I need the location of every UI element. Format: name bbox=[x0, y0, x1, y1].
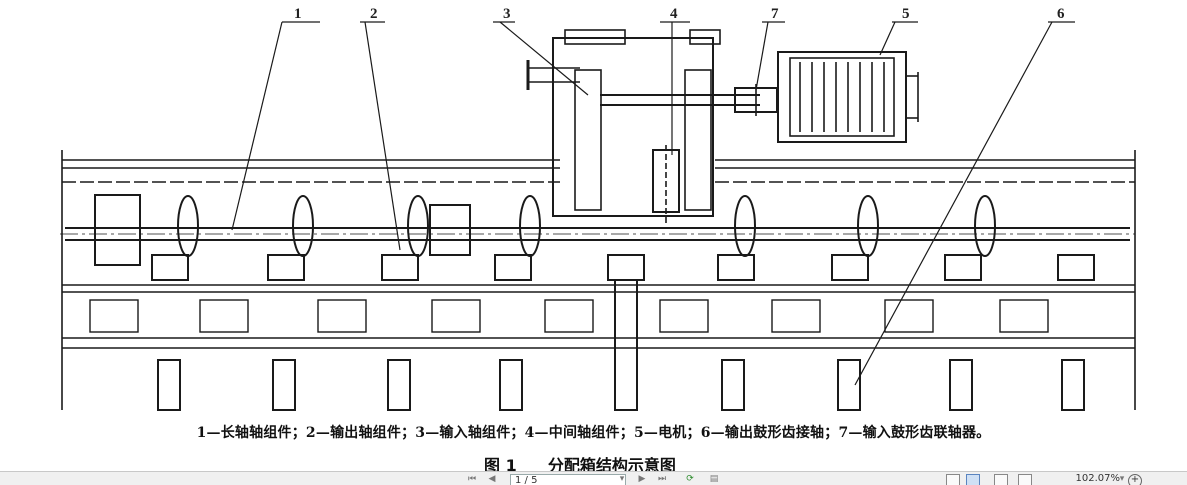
zoom-in-icon[interactable]: + bbox=[1128, 474, 1142, 485]
caption-number: 图 1 bbox=[484, 456, 517, 475]
next-page-icon[interactable]: ▶ bbox=[638, 474, 646, 484]
callout-1: 1 bbox=[294, 6, 302, 22]
zoom-dropdown-icon[interactable]: ▾ bbox=[1119, 474, 1125, 484]
two-page-continuous-icon[interactable] bbox=[1018, 474, 1032, 485]
first-page-icon[interactable]: ⏮ bbox=[467, 474, 477, 484]
viewer-toolbar: ⏮ ◀ 1 / 5 ▾ ▶ ⏭ ⟳ ▤ 102.07% ▾ + bbox=[0, 471, 1187, 485]
callout-6: 6 bbox=[1057, 6, 1065, 22]
callout-2: 2 bbox=[370, 6, 378, 22]
mechanical-drawing: 1 2 3 4 7 5 6 bbox=[60, 6, 1136, 411]
two-page-icon[interactable] bbox=[994, 474, 1008, 485]
single-page-icon[interactable] bbox=[946, 474, 960, 485]
prev-page-icon[interactable]: ◀ bbox=[488, 474, 496, 484]
callout-5: 5 bbox=[902, 6, 910, 22]
continuous-icon[interactable] bbox=[966, 474, 980, 485]
zoom-level[interactable]: 102.07% bbox=[1075, 473, 1121, 484]
copy-icon[interactable]: ▤ bbox=[709, 474, 719, 484]
last-page-icon[interactable]: ⏭ bbox=[657, 474, 667, 484]
figure-legend: 1—长轴轴组件；2—输出轴组件；3—输入轴组件；4—中间轴组件；5—电机；6—输… bbox=[196, 425, 991, 441]
callout-4: 4 bbox=[670, 6, 678, 22]
rotate-icon[interactable]: ⟳ bbox=[686, 474, 694, 484]
page-number-field[interactable]: 1 / 5 bbox=[510, 474, 626, 485]
figure-caption: 图 1 分配箱结构示意图 bbox=[484, 452, 676, 476]
callout-7: 7 bbox=[771, 6, 779, 22]
callout-3: 3 bbox=[503, 6, 511, 22]
gearbox-schematic-svg bbox=[60, 21, 1136, 411]
page-dropdown-icon[interactable]: ▾ bbox=[619, 474, 625, 484]
caption-title: 分配箱结构示意图 bbox=[547, 456, 676, 475]
